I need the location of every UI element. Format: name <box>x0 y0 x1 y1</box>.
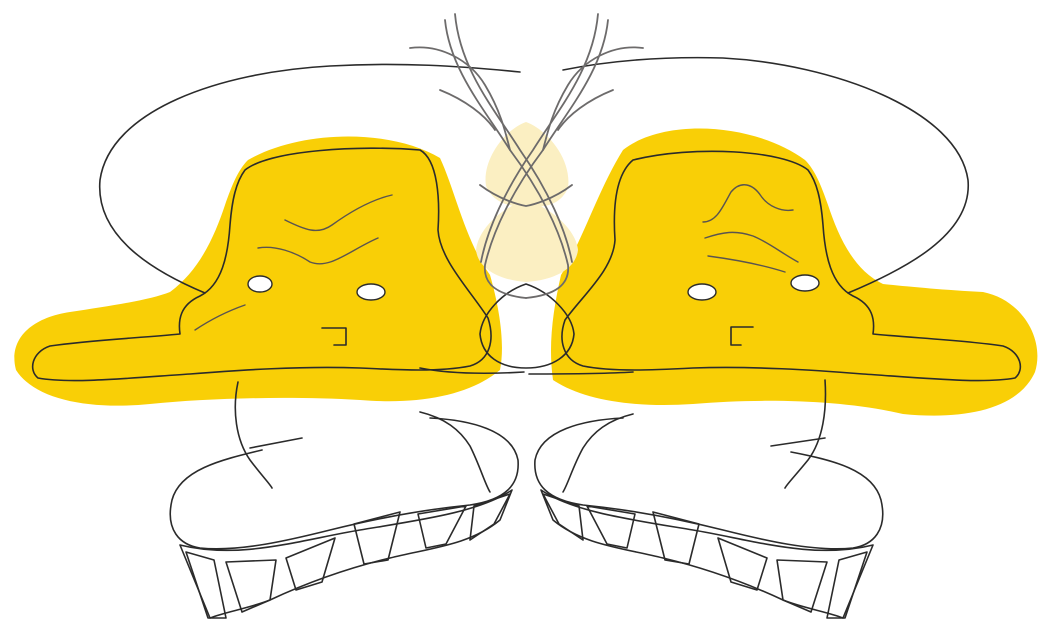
left-stalk-tick <box>250 438 302 448</box>
right-bottom-strip <box>541 490 873 618</box>
right-teeth <box>543 494 867 618</box>
left-stalk-inner <box>420 412 490 492</box>
left-half <box>14 64 524 618</box>
left-lower-body <box>170 418 518 549</box>
left-highlight-region <box>14 136 502 405</box>
right-half <box>529 58 1037 618</box>
right-outer-oval <box>791 275 819 291</box>
right-lower-body <box>535 418 883 549</box>
left-outer-oval <box>248 276 272 292</box>
right-inner-oval <box>688 284 716 300</box>
midline-upper-bead <box>486 122 569 207</box>
left-inner-oval <box>357 284 385 300</box>
left-bottom-strip <box>180 490 512 618</box>
left-teeth <box>186 494 510 618</box>
